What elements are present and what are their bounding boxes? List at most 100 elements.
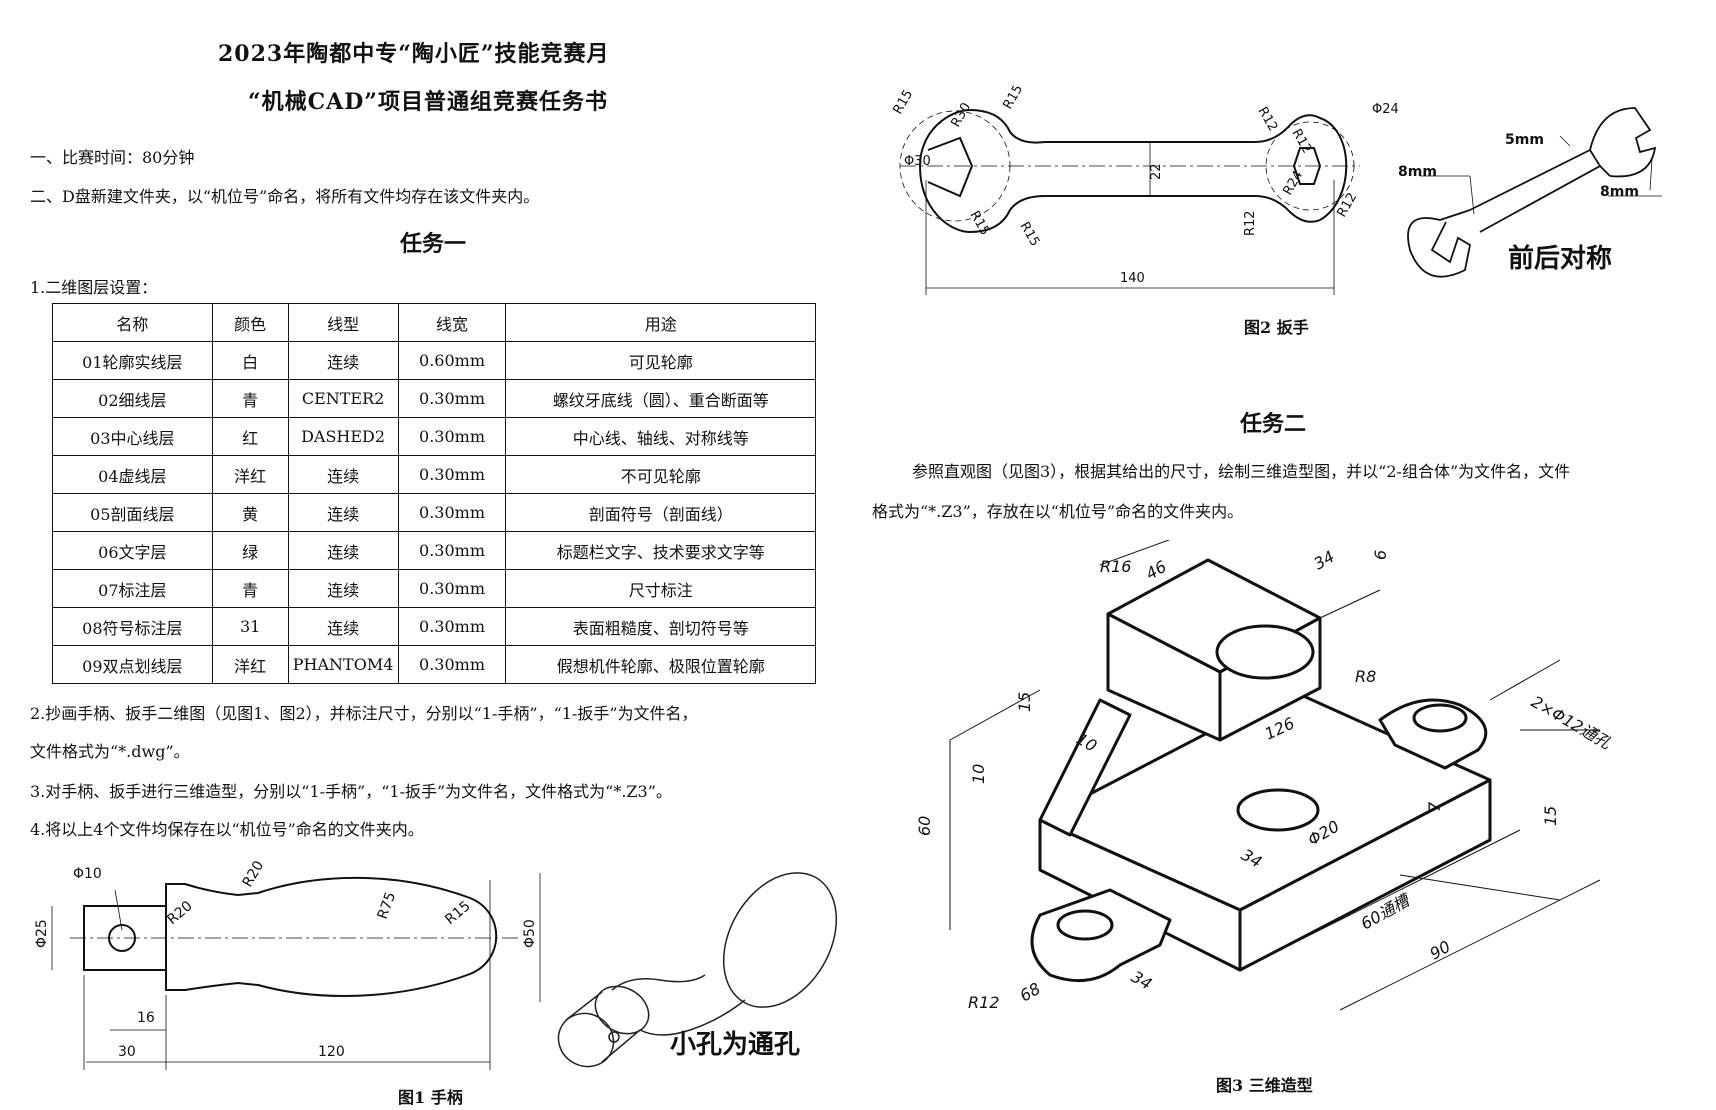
dim-r15-bottom: R15 [1017,220,1043,250]
dim-22: 22 [1149,163,1164,180]
layer-table-cell: 可见轮廓 [505,341,816,380]
layer-table-header: 名称颜色线型线宽用途 [52,303,816,342]
dim-34-bottom: 34 [1128,967,1155,994]
figure2-wrench-drawing: R15 R30 R15 Φ30 R15 R15 22 R12 R12 Φ24 R… [890,86,1360,295]
dim-15-left: 15 [1015,692,1034,712]
dim-r12: R12 [968,993,999,1012]
dim-120: 120 [318,1044,345,1060]
dim-phi24-label: Φ24 [1372,102,1399,117]
dim-r15-top: R15 [890,87,916,117]
dim-8mm-left: 8mm [1398,164,1437,180]
step3-line: 3.对手柄、扳手进行三维造型，分别以“1-手柄”，“1-扳手”为文件名，文件格式… [30,782,672,801]
dim-r20-top: R20 [240,858,268,890]
dim-phi30: Φ30 [904,154,931,169]
layer-table-cell: 0.30mm [397,455,507,494]
layer-table-cell: 06文字层 [52,531,213,570]
dim-r15-lower: R15 [967,209,993,239]
dim-140: 140 [1120,271,1145,286]
layer-table-cell: 连续 [287,607,399,646]
figure1-caption: 图1 手柄 [398,1088,463,1107]
layer-table-cell: 0.30mm [397,417,507,456]
layer-table-cell: 尺寸标注 [505,569,816,608]
dim-34-top: 34 [1311,547,1338,574]
dim-68: 68 [1017,979,1044,1006]
dim-30: 30 [118,1044,136,1060]
dim-r15: R15 [442,898,473,928]
dim-5mm: 5mm [1505,132,1544,148]
layer-table-header-cell: 线宽 [397,303,507,342]
dim-8mm-right: 8mm [1600,184,1639,200]
layer-table-cell: 0.30mm [397,569,507,608]
dim-r16: R16 [1100,557,1131,576]
layer-table-cell: 剖面符号（剖面线） [505,493,816,532]
dim-phi25: Φ25 [34,919,50,948]
layer-table-cell: 0.30mm [397,607,507,646]
dim-r12-bottom: R12 [1243,210,1258,236]
layer-table-cell: 0.60mm [397,341,507,380]
dim-r30: R30 [948,100,974,130]
dim-r75: R75 [375,890,399,921]
figure3-isometric-drawing: R16 46 34 6 R8 15 126 2×Φ12通孔 10 10 60 7… [915,540,1615,1012]
layer-table-header-cell: 用途 [505,303,816,342]
handle-body-outline [165,876,498,997]
layer-table-cell: 标题栏文字、技术要求文字等 [505,531,816,570]
dim-r12-inner: R12 [1289,127,1315,157]
layer-table-cell: 01轮廓实线层 [52,341,213,380]
layer-table-cell: 07标注层 [52,569,213,608]
step2-line1: 2.抄画手柄、扳手二维图（见图1、图2），并标注尺寸，分别以“1-手柄”，“1-… [30,704,698,723]
dim-7: 7 [1425,801,1444,812]
task2-paragraph-line2: 格式为“*.Z3”，存放在以“机位号”命名的文件夹内。 [872,502,1244,521]
layer-table-cell: 03中心线层 [52,417,213,456]
figure2-caption: 图2 扳手 [1244,318,1309,337]
layer-table-cell: 红 [211,417,289,456]
dim-phi50: Φ50 [522,919,538,948]
item-time: 一、比赛时间：80分钟 [30,148,195,167]
layer-table-cell: 不可见轮廓 [505,455,816,494]
layer-table-header-cell: 名称 [52,303,213,342]
dim-46: 46 [1143,557,1170,584]
dim-r20-left: R20 [164,898,195,928]
figure3-caption: 图3 三维造型 [1216,1076,1313,1095]
layer-table-cell: 09双点划线层 [52,645,213,684]
dim-phi10: Φ10 [73,866,102,882]
step4-line: 4.将以上4个文件均保存在以“机位号”命名的文件夹内。 [30,820,424,839]
layer-table-cell: 连续 [287,569,399,608]
layer-table-cell: 0.30mm [397,531,507,570]
layer-table-cell: 洋红 [211,645,289,684]
layer-table-cell: 黄 [211,493,289,532]
dim-6: 6 [1371,550,1390,560]
layer-table-cell: DASHED2 [287,417,399,456]
layer-table-cell: 青 [211,379,289,418]
layer-table-cell: 洋红 [211,455,289,494]
layer-table-header-cell: 线型 [287,303,399,342]
dim-60: 60 [915,816,934,836]
layer-table-cell: 连续 [287,341,399,380]
doc-title-line1: 2023年陶都中专“陶小匠”技能竞赛月 [218,41,610,67]
dim-16: 16 [137,1010,155,1026]
layer-table-cell: 04虚线层 [52,455,213,494]
layer-table-header-cell: 颜色 [211,303,289,342]
dim-r15-upper: R15 [1000,86,1026,112]
layer-table-cell: 假想机件轮廓、极限位置轮廓 [505,645,816,684]
layer-table-cell: 青 [211,569,289,608]
layer-table-cell: 连续 [287,493,399,532]
dim-r12-right: R12 [1334,190,1360,220]
figure1-handle-3d-sketch [557,872,838,1068]
dim-holes: 2×Φ12通孔 [1528,692,1615,753]
handle-note: 小孔为通孔 [670,1030,801,1060]
figure2-wrench-3d-sketch: 5mm 8mm 8mm [1398,107,1662,278]
item-folder: 二、D盘新建文件夹，以“机位号”命名，将所有文件均存在该文件夹内。 [30,187,540,206]
dim-10-left: 10 [969,764,988,784]
layer-table-cell: 0.30mm [397,379,507,418]
dim-15-right: 15 [1541,806,1560,826]
layer-table-cell: 中心线、轴线、对称线等 [505,417,816,456]
